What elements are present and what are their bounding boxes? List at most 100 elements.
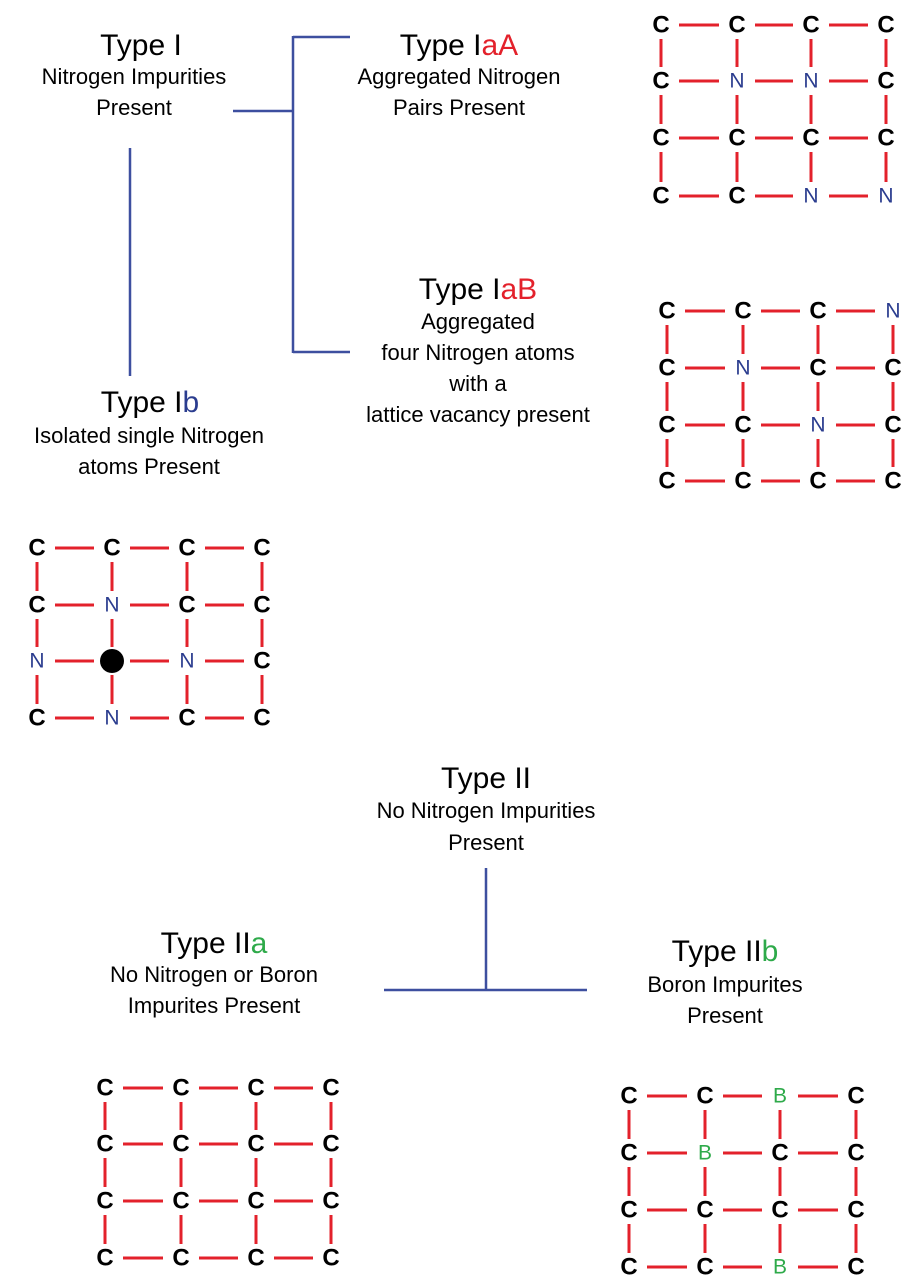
carbon-atom: C (771, 1140, 788, 1167)
type1aA-label: Type IaA Aggregated Nitrogen Pairs Prese… (357, 29, 560, 120)
carbon-atom: C (172, 1131, 189, 1158)
type2a-title: Type IIa (161, 927, 268, 960)
type1b-desc-line-2: atoms Present (78, 454, 220, 479)
nitrogen-atom: N (104, 594, 119, 617)
carbon-atom: C (253, 648, 270, 675)
carbon-atom: C (253, 705, 270, 732)
type2b-label: Type IIb Boron Impurites Present (647, 935, 802, 1028)
carbon-atom: C (652, 12, 669, 39)
carbon-atom: C (809, 355, 826, 382)
carbon-atom: C (847, 1197, 864, 1224)
carbon-atom: C (322, 1188, 339, 1215)
carbon-atom: C (28, 705, 45, 732)
type1-title: Type I (100, 29, 182, 62)
boron-atom: B (698, 1142, 712, 1165)
type2a-desc-line-1: No Nitrogen or Boron (110, 962, 318, 987)
nitrogen-atom: N (885, 300, 900, 323)
carbon-atom: C (884, 468, 901, 495)
carbon-atom: C (696, 1254, 713, 1281)
type1aB-desc-line-4: lattice vacancy present (366, 402, 590, 427)
carbon-atom: C (247, 1075, 264, 1102)
carbon-atom: C (802, 125, 819, 152)
carbon-atom: C (620, 1083, 637, 1110)
carbon-atom: C (884, 355, 901, 382)
type2b-title-base: Type II (672, 935, 762, 968)
carbon-atom: C (96, 1245, 113, 1272)
carbon-atom: C (172, 1188, 189, 1215)
carbon-atom: C (247, 1188, 264, 1215)
carbon-atom: C (802, 12, 819, 39)
carbon-atom: C (696, 1083, 713, 1110)
carbon-atom: C (620, 1197, 637, 1224)
carbon-atom: C (658, 468, 675, 495)
nitrogen-atom: N (29, 650, 44, 673)
type1aA-title-suffix: aA (482, 29, 519, 62)
carbon-atom: C (178, 705, 195, 732)
type2b-title: Type IIb (672, 935, 779, 968)
carbon-atom: C (847, 1140, 864, 1167)
carbon-atom: C (178, 535, 195, 562)
type2a-title-suffix: a (251, 927, 268, 960)
carbon-atom: C (884, 412, 901, 439)
carbon-atom: C (253, 592, 270, 619)
nitrogen-atom: N (803, 185, 818, 208)
type1aA-title-base: Type I (400, 29, 482, 62)
type1aB-title: Type IaB (419, 273, 537, 306)
type1-desc-line-2: Present (96, 95, 172, 120)
type2b-desc-line-2: Present (687, 1003, 763, 1028)
boron-atom: B (773, 1085, 787, 1108)
carbon-atom: C (28, 535, 45, 562)
type1-desc-line-1: Nitrogen Impurities (42, 64, 227, 89)
carbon-atom: C (877, 125, 894, 152)
carbon-atom: C (96, 1131, 113, 1158)
carbon-atom: C (734, 412, 751, 439)
type2-label: Type II No Nitrogen Impurities Present (377, 762, 596, 855)
carbon-atom: C (734, 468, 751, 495)
nitrogen-atom: N (179, 650, 194, 673)
carbon-atom: C (103, 535, 120, 562)
nitrogen-atom: N (810, 414, 825, 437)
type1-label: Type I Nitrogen Impurities Present (42, 29, 227, 120)
carbon-atom: C (809, 298, 826, 325)
carbon-atom: C (877, 68, 894, 95)
carbon-atom: C (728, 183, 745, 210)
carbon-atom: C (809, 468, 826, 495)
type1-title-base: Type I (100, 29, 182, 62)
carbon-atom: C (652, 68, 669, 95)
nitrogen-atom: N (735, 357, 750, 380)
type1aA-desc-line-2: Pairs Present (393, 95, 525, 120)
carbon-atom: C (771, 1197, 788, 1224)
carbon-atom: C (658, 412, 675, 439)
nitrogen-atom: N (878, 185, 893, 208)
carbon-atom: C (322, 1075, 339, 1102)
carbon-atom: C (620, 1140, 637, 1167)
type1aB-desc-line-1: Aggregated (421, 309, 535, 334)
type1b-title: Type Ib (101, 386, 199, 419)
carbon-atom: C (172, 1245, 189, 1272)
carbon-atom: C (178, 592, 195, 619)
type2-desc-line-1: No Nitrogen Impurities (377, 798, 596, 823)
type2a-desc-line-2: Impurites Present (128, 993, 300, 1018)
type1aB-desc-line-2: four Nitrogen atoms (381, 340, 574, 365)
type2b-title-suffix: b (762, 935, 779, 968)
type1aA-desc-line-1: Aggregated Nitrogen (357, 64, 560, 89)
carbon-atom: C (728, 125, 745, 152)
carbon-atom: C (728, 12, 745, 39)
carbon-atom: C (847, 1083, 864, 1110)
type2a-label: Type IIa No Nitrogen or Boron Impurites … (110, 927, 318, 1018)
nitrogen-atom: N (803, 70, 818, 93)
type1b-desc-line-1: Isolated single Nitrogen (34, 423, 264, 448)
carbon-atom: C (172, 1075, 189, 1102)
carbon-atom: C (658, 355, 675, 382)
type1b-label: Type Ib Isolated single Nitrogen atoms P… (34, 386, 264, 479)
carbon-atom: C (620, 1254, 637, 1281)
type2-title: Type II (441, 762, 531, 795)
carbon-atom: C (28, 592, 45, 619)
type1aA-title: Type IaA (400, 29, 518, 62)
carbon-atom: C (247, 1245, 264, 1272)
carbon-atom: C (734, 298, 751, 325)
